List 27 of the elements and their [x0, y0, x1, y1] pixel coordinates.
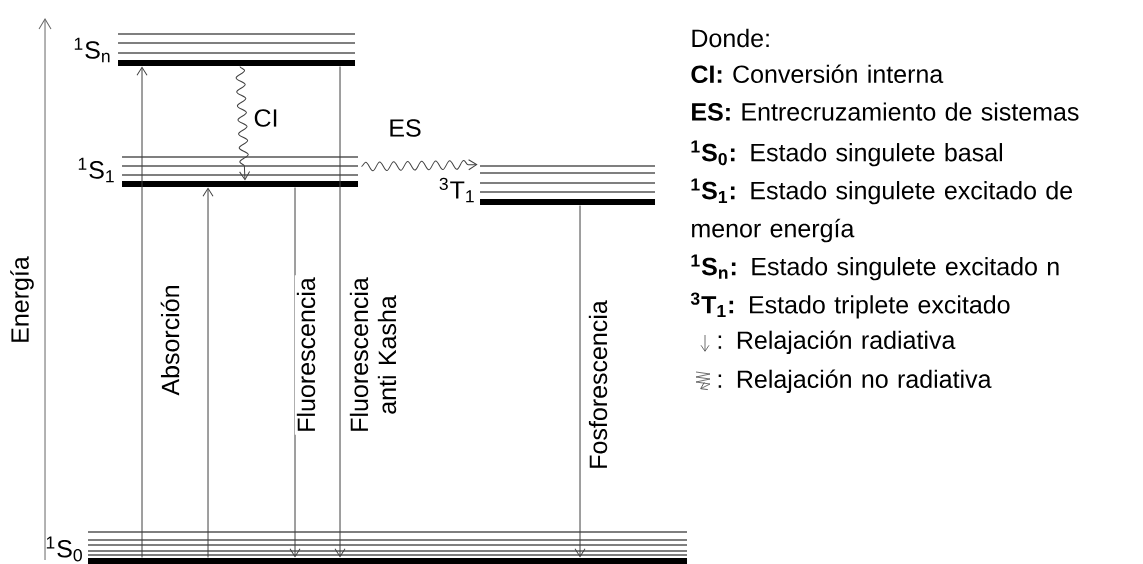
legend-text: $^{3}$T$_{1}$: Estado triplete excitado	[690, 292, 1010, 319]
legend-text: $^{1}$S$_{0}$: Estado singulete basal	[691, 140, 1002, 167]
arrow	[202, 187, 214, 559]
level-label: $^{3}$T$_{1}$	[439, 177, 474, 203]
arrow	[334, 65, 346, 558]
edge-label: Fluorescencia	[294, 275, 318, 435]
legend-heading: Donde:	[692, 28, 769, 48]
edge-label: Absorción	[158, 282, 182, 398]
edge-label: Fluorescencia anti Kasha	[347, 258, 399, 452]
edge-label: Fosforescencia	[586, 298, 610, 472]
legend-text: $^{1}$S$_{n}$: Estado singulete excitado n	[691, 254, 1059, 281]
arrow	[136, 66, 148, 559]
level-label: $^{1}$S$_{n}$	[74, 37, 110, 63]
axis-label: Energía	[10, 256, 34, 342]
legend-text: : Relajación no radiativa	[718, 369, 992, 393]
arrow	[574, 204, 586, 558]
legend-text: CI: Conversión interna	[691, 64, 944, 84]
level-label: $^{1}$S$_{0}$	[46, 536, 82, 562]
edge-label: CI	[251, 107, 281, 129]
legend-text: $^{1}$S$_{1}$: Estado singulete excitado de menor energía	[691, 178, 1072, 243]
legend-text: ES: Entrecruzamiento de sistemas	[692, 102, 1079, 121]
wavy-arrow	[235, 65, 251, 181]
legend-text: : Relajación radiativa	[718, 330, 956, 354]
edge-label: ES	[386, 117, 424, 139]
level-label: $^{1}$S$_{1}$	[78, 157, 114, 183]
wavy-arrow	[360, 159, 478, 172]
arrow	[289, 186, 301, 558]
